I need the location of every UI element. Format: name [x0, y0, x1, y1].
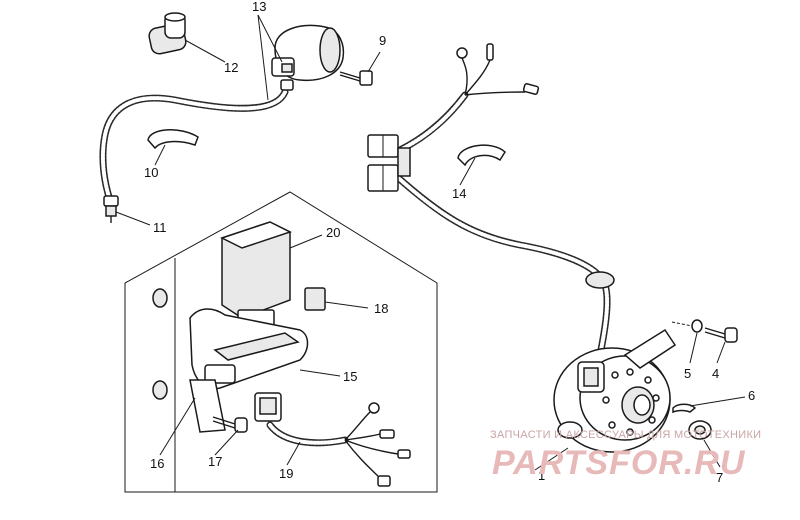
cable-clamp — [147, 129, 199, 150]
callout-10: 10 — [144, 165, 158, 180]
harness-grommet — [585, 271, 615, 289]
spark-plug-cap — [148, 12, 187, 55]
callout-5: 5 — [684, 366, 691, 381]
ignition-harness — [391, 91, 611, 359]
cdi-bracket — [189, 308, 309, 390]
inset-frame — [124, 191, 438, 493]
callout-16: 16 — [150, 456, 164, 471]
harness-connector — [367, 134, 411, 192]
output-leads — [456, 43, 540, 96]
ignition-coil — [271, 24, 345, 91]
callout-19: 19 — [279, 466, 293, 481]
callout-14: 14 — [452, 186, 466, 201]
watermark-brand: PARTSFOR.RU — [492, 444, 746, 482]
callout-9: 9 — [379, 33, 386, 48]
mounting-plate — [152, 288, 226, 433]
callout-12: 12 — [224, 60, 238, 75]
coil-bolt — [339, 70, 373, 86]
stator-screw — [671, 319, 738, 343]
woodruff-key — [672, 403, 697, 414]
bracket-screw — [212, 416, 248, 433]
callout-6: 6 — [748, 388, 755, 403]
callout-4: 4 — [712, 366, 719, 381]
callout-20: 20 — [326, 225, 340, 240]
ht-lead — [99, 88, 289, 204]
cdi-unit — [220, 221, 292, 329]
callout-11: 11 — [153, 220, 167, 235]
callout-13: 13 — [252, 0, 266, 14]
callout-1: 1 — [538, 468, 545, 483]
leader-lines — [115, 14, 746, 471]
harness-clamp — [457, 144, 506, 167]
stator-assembly — [553, 328, 677, 453]
callout-7: 7 — [716, 470, 723, 485]
watermark-caption: ЗАПЧАСТИ И АКСЕССУАРЫ ДЛЯ МОТОТЕХНИКИ — [490, 429, 761, 441]
spark-plug — [103, 195, 119, 223]
rubber-spacer — [304, 287, 326, 311]
flywheel-nut — [688, 420, 712, 440]
callout-17: 17 — [208, 454, 222, 469]
cdi-loom — [254, 392, 411, 487]
callout-18: 18 — [374, 301, 388, 316]
callout-labels: 1 4 5 6 7 9 10 11 12 13 14 15 16 17 18 1… — [144, 0, 755, 485]
callout-15: 15 — [343, 369, 357, 384]
watermark: ЗАПЧАСТИ И АКСЕССУАРЫ ДЛЯ МОТОТЕХНИКИ PA… — [490, 429, 761, 482]
